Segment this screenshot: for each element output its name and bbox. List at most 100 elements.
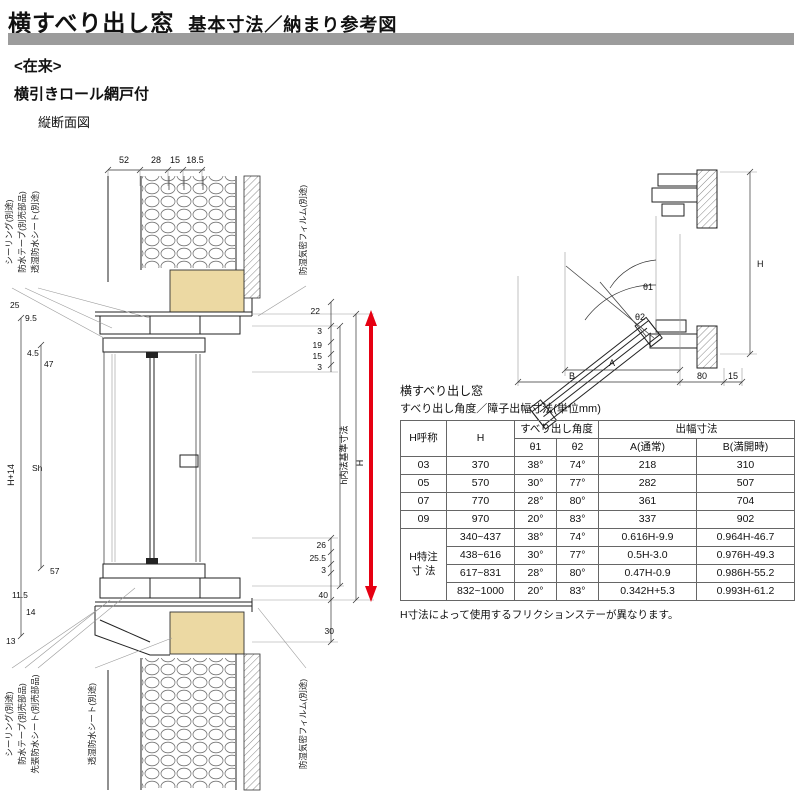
- cell-name: 05: [400, 474, 447, 493]
- col-header-b: B(満開時): [696, 438, 796, 457]
- cell-t1: 30°: [514, 474, 557, 493]
- opening-detail-drawing: θ1 θ2 A B 80 15: [514, 168, 764, 430]
- table-note: H寸法によって使用するフリクションステーが異なります。: [400, 609, 679, 621]
- dim-18-5: 18.5: [186, 155, 204, 165]
- screen-type-label: 横引きロール網戸付: [14, 86, 150, 103]
- cell-name: 09: [400, 510, 447, 529]
- cell-b: 0.986H-55.2: [696, 564, 796, 583]
- table-row: 05 570 30° 77° 282 507: [400, 474, 796, 493]
- dim-14: 14: [26, 607, 36, 617]
- interior-board-bottom: [243, 653, 261, 791]
- dim-3b: 3: [317, 362, 322, 372]
- detail-bottom-dimensions: A B 80 15: [514, 234, 746, 386]
- cell-t1: 30°: [514, 546, 557, 565]
- waterproof-tape-label-top: 防水テープ(別売部品): [17, 191, 27, 273]
- cell-name: 07: [400, 492, 447, 511]
- dim-11-5: 11.5: [12, 590, 28, 600]
- table-row: 617~831 28° 80° 0.47H-0.9 0.986H-55.2: [401, 564, 796, 583]
- cell-h: 970: [446, 510, 515, 529]
- cell-a: 0.342H+5.3: [598, 582, 698, 601]
- cell-a: 361: [598, 492, 698, 511]
- friction-stay-arm-2: [599, 281, 647, 337]
- interior-board-top: [243, 175, 261, 299]
- right-dimension-chain-top: 22 3 19 15 3: [311, 298, 335, 372]
- cell-b: 0.964H-46.7: [696, 528, 796, 547]
- dim-26: 26: [317, 540, 327, 550]
- cell-t2: 74°: [555, 456, 600, 475]
- detail-head-frame: [651, 169, 718, 229]
- dim-b-label: B: [569, 371, 575, 381]
- cell-t1: 20°: [514, 510, 557, 529]
- cell-t2: 74°: [555, 528, 600, 547]
- dim-47: 47: [44, 359, 54, 369]
- dim-h-plus-14: H+14: [6, 464, 16, 486]
- waterproof-tape-label-bottom: 防水テープ(別売部品): [17, 683, 27, 765]
- right-extension-lines: [252, 313, 374, 643]
- pre-applied-sheet-label-bottom: 先張防水シート(別売部品): [30, 674, 40, 773]
- dim-80-label: 80: [697, 371, 707, 381]
- cell-a: 0.616H-9.9: [598, 528, 698, 547]
- dim-15: 15: [170, 155, 180, 165]
- part-labels-top-left: シーリング(別途) 防水テープ(別売部品) 透湿防水シート(別途): [4, 191, 151, 339]
- table-row: 438~616 30° 77° 0.5H-3.0 0.976H-49.3: [401, 546, 796, 565]
- theta2-label: θ2: [635, 312, 645, 322]
- dim-19: 19: [313, 340, 323, 350]
- cell-t1: 20°: [514, 582, 557, 601]
- wall-top: [107, 175, 261, 299]
- page-subtitle: 基本寸法／納まり参考図: [188, 15, 398, 35]
- height-dimension-lines: h内法基準寸法 H: [336, 310, 365, 604]
- dim-13: 13: [6, 636, 16, 646]
- dim-15b: 15: [313, 351, 323, 361]
- detail-h-dimension: H: [720, 168, 764, 358]
- glazing-run: [103, 352, 201, 564]
- dim-28: 28: [151, 155, 161, 165]
- section-view-label: 縦断面図: [38, 115, 91, 130]
- cell-b: 310: [696, 456, 796, 475]
- dim-9-5: 9.5: [25, 313, 37, 323]
- cell-h: 370: [446, 456, 515, 475]
- detail-sill-frame: [649, 319, 718, 369]
- table-row: 09 970 20° 83° 337 902: [400, 510, 796, 529]
- vapor-barrier-film-label-bottom: 防湿気密フィルム(別途): [298, 679, 308, 769]
- dim-25: 25: [10, 300, 20, 310]
- frame-head-section: [95, 298, 253, 358]
- cell-t2: 83°: [555, 510, 600, 529]
- cell-a: 218: [598, 456, 698, 475]
- detail-h-label: H: [757, 259, 764, 269]
- part-labels-bottom-left: シーリング(別途) 防水テープ(別売部品) 先張防水シート(別売部品) 透湿防水…: [4, 587, 173, 774]
- table-row: H特注 寸 法 340~437 38° 74° 0.616H-9.9 0.964…: [400, 528, 796, 601]
- technical-drawing: 52 28 15 18.5: [4, 155, 764, 791]
- cell-b: 0.993H-61.2: [696, 582, 796, 601]
- col-header-h-name: H呼称: [400, 420, 447, 457]
- cell-t2: 80°: [555, 564, 600, 583]
- cell-b: 507: [696, 474, 796, 493]
- cell-t1: 28°: [514, 564, 557, 583]
- wood-furring-top: [169, 269, 245, 313]
- cell-a: 282: [598, 474, 698, 493]
- cell-b: 902: [696, 510, 796, 529]
- angle-annotations: θ1 θ2: [584, 259, 657, 322]
- breathable-sheet-label-top: 透湿防水シート(別途): [30, 191, 40, 273]
- special-name-line1: H特注: [409, 551, 438, 564]
- sealing-label-top: シーリング(別途): [4, 199, 14, 264]
- cell-t2: 77°: [555, 546, 600, 565]
- cell-h: 832~1000: [446, 582, 515, 601]
- col-header-theta2: θ2: [555, 438, 600, 457]
- table-row: 07 770 28° 80° 361 704: [400, 492, 796, 511]
- table-caption-line2: すべり出し角度／障子出幅寸法(単位mm): [400, 403, 601, 415]
- dimension-spec-table: H呼称 H すべり出し角度 出幅寸法 θ1 θ2 A(通常) B(満開時) 03…: [400, 420, 796, 601]
- dim-3c: 3: [321, 565, 326, 575]
- dim-52: 52: [119, 155, 129, 165]
- col-header-a: A(通常): [598, 438, 698, 457]
- cell-a: 0.5H-3.0: [598, 546, 698, 565]
- right-dimension-chain-bottom: 26 25.5 3 40 30: [309, 534, 334, 646]
- cell-t1: 38°: [514, 528, 557, 547]
- spec-table-block: 横すべり出し窓 すべり出し角度／障子出幅寸法(単位mm) H呼称 H すべり出し…: [400, 382, 796, 622]
- friction-stay-arm-1: [565, 265, 655, 339]
- dim-22: 22: [311, 306, 321, 316]
- cell-h: 617~831: [446, 564, 515, 583]
- dim-25-5: 25.5: [309, 553, 326, 563]
- cell-name: 03: [400, 456, 447, 475]
- page-header: 横すべり出し窓 基本寸法／納まり参考図: [8, 4, 397, 38]
